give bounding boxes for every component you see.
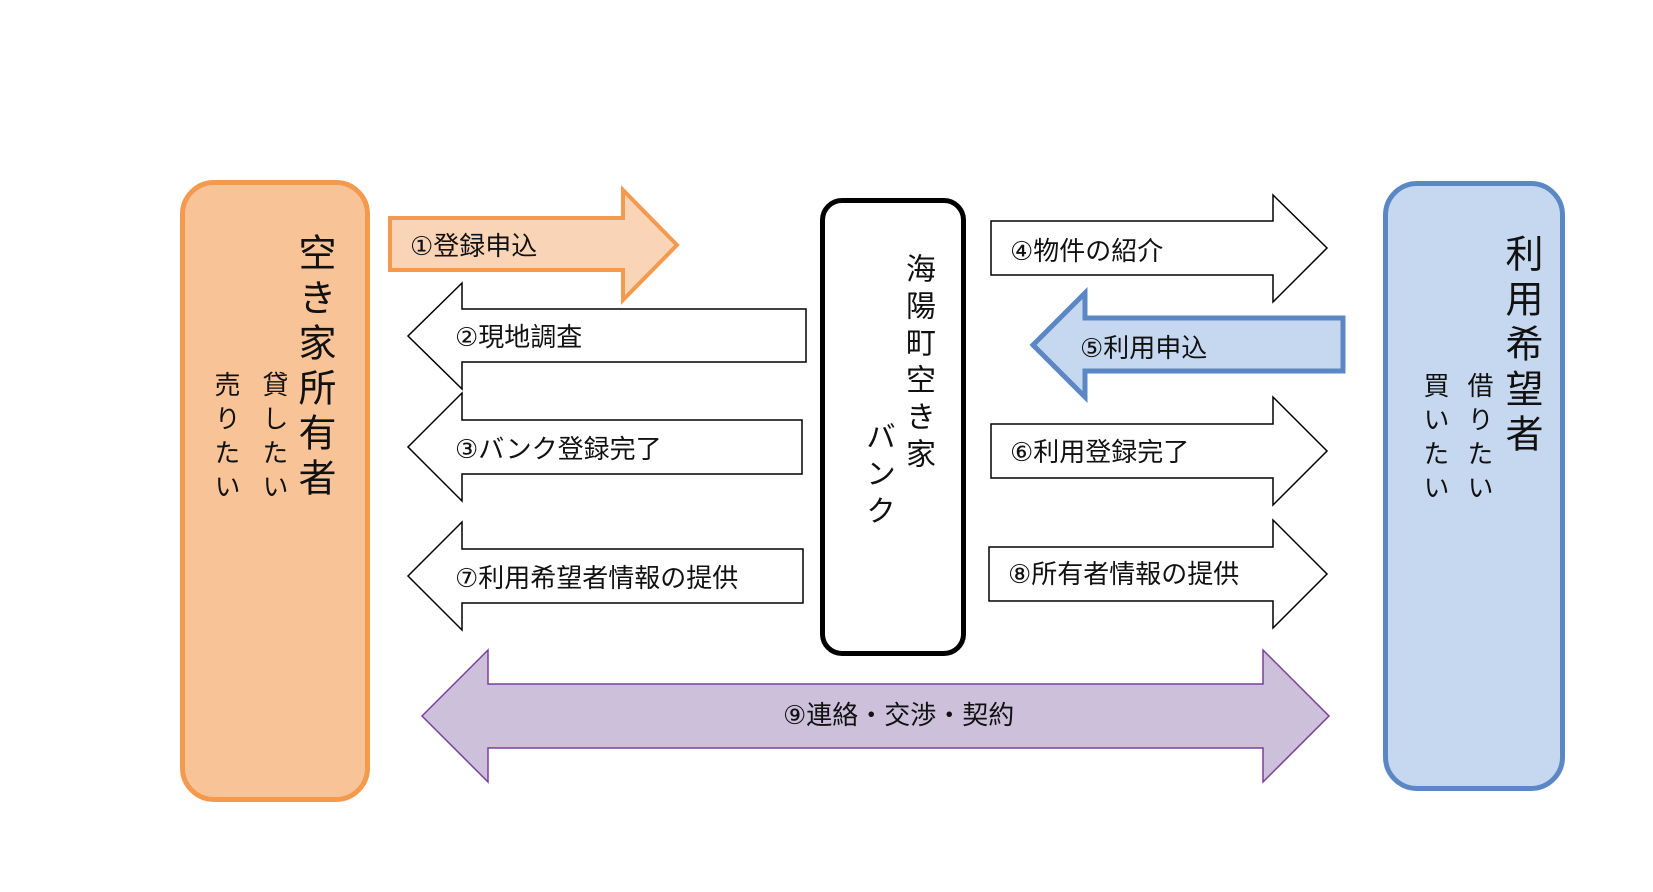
arrow-3-label: ③バンク登録完了: [455, 435, 662, 465]
arrow-8-owner-info-provision: ⑧所有者情報の提供: [988, 518, 1329, 630]
owner-title: 空き家所有者: [292, 233, 336, 503]
user-title: 利用希望者: [1499, 234, 1543, 459]
arrow-7-label: ⑦利用希望者情報の提供: [455, 564, 738, 594]
arrow-5-label: ⑤利用申込: [1080, 334, 1207, 364]
arrow-1-label: ①登録申込: [410, 232, 537, 262]
owner-box: 空き家所有者 貸したい 売りたい: [180, 180, 370, 802]
user-sub-buy: 買いたい: [1419, 372, 1449, 508]
arrow-9-contact-negotiation-contract: ⑨連絡・交渉・契約: [420, 648, 1331, 784]
arrow-5-use-request: ⑤利用申込: [1029, 286, 1346, 404]
arrow-3-bank-registration-complete: ③バンク登録完了: [406, 391, 803, 503]
arrow-4-property-introduction: ④物件の紹介: [990, 193, 1329, 304]
arrow-4-label: ④物件の紹介: [1010, 237, 1163, 267]
bank-box: 海陽町空き家 バンク: [820, 198, 966, 656]
arrow-6-use-registration-complete: ⑥利用登録完了: [990, 395, 1329, 507]
arrow-2-label: ②現地調査: [455, 323, 582, 353]
bank-title-line1: 海陽町空き家: [900, 253, 935, 475]
arrow-7-user-info-provision: ⑦利用希望者情報の提供: [406, 520, 804, 632]
bank-title-line2: バンク: [860, 421, 895, 532]
arrow-8-label: ⑧所有者情報の提供: [1008, 560, 1239, 590]
arrow-9-label: ⑨連絡・交渉・契約: [783, 701, 1014, 731]
arrow-2-site-survey: ②現地調査: [406, 281, 807, 391]
arrow-1-register-request: ①登録申込: [388, 185, 680, 305]
arrow-6-label: ⑥利用登録完了: [1010, 438, 1189, 468]
user-box: 利用希望者 借りたい 買いたい: [1383, 181, 1565, 791]
owner-sub-sell: 売りたい: [210, 371, 240, 507]
user-sub-borrow: 借りたい: [1463, 372, 1493, 508]
owner-sub-rent: 貸したい: [258, 371, 288, 507]
